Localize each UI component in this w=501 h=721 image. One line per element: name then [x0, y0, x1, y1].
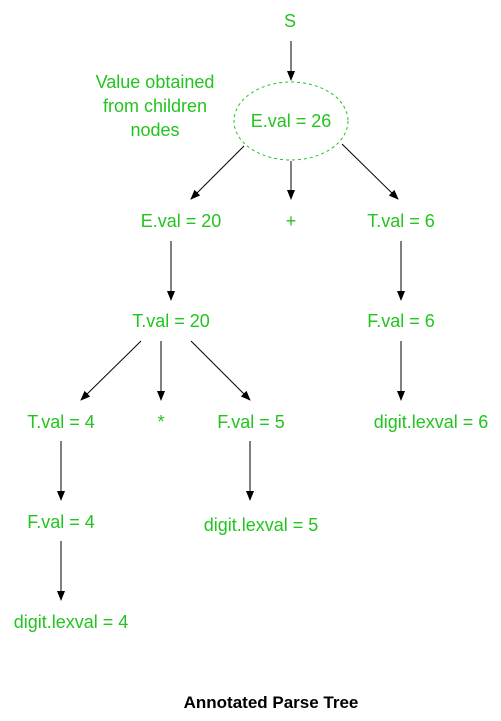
- node-e20: E.val = 20: [141, 211, 222, 231]
- node-s: S: [284, 11, 296, 31]
- nodes-layer: S E.val = 26 E.val = 20 + T.val = 6 T.val = 2…: [14, 11, 489, 632]
- node-digit6: digit.lexval = 6: [374, 412, 489, 432]
- edge-e26-to-e20: [190, 145, 245, 200]
- edges-layer: [57, 41, 405, 601]
- annotation-line-3: nodes: [130, 120, 179, 140]
- node-f4: F.val = 4: [27, 512, 95, 532]
- highlight-ellipse: [233, 81, 349, 161]
- node-star: *: [157, 412, 164, 432]
- node-plus: +: [286, 211, 297, 231]
- node-t6: T.val = 6: [367, 211, 435, 231]
- node-t4: T.val = 4: [27, 412, 95, 432]
- edge-t20-to-t4: [80, 340, 142, 401]
- node-digit4: digit.lexval = 4: [14, 612, 129, 632]
- annotation-line-1: Value obtained: [96, 72, 215, 92]
- node-f5: F.val = 5: [217, 412, 285, 432]
- edge-t20-to-f5: [190, 340, 251, 401]
- edge-e26-to-t6: [341, 143, 399, 200]
- node-e26: E.val = 26: [251, 111, 332, 131]
- node-digit5: digit.lexval = 5: [204, 515, 319, 535]
- annotation-line-2: from children: [103, 96, 207, 116]
- diagram-caption: Annotated Parse Tree: [184, 693, 359, 712]
- node-t20: T.val = 20: [132, 311, 210, 331]
- node-f6: F.val = 6: [367, 311, 435, 331]
